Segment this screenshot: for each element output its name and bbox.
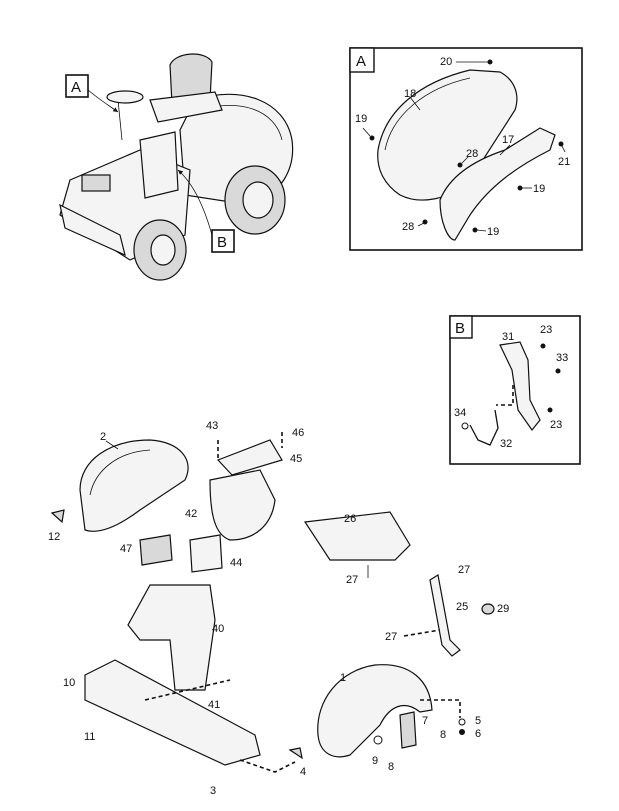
part-42-label: 42 (185, 508, 197, 520)
part-10-label: 10 (63, 677, 75, 689)
part-3-label: 3 (210, 785, 216, 797)
part-4-label: 4 (300, 766, 306, 778)
part-18-label: 18 (404, 88, 416, 100)
callout-a-label: A (71, 79, 81, 96)
part-23-label: 23 (540, 324, 552, 336)
part-25-label: 25 (456, 601, 468, 613)
part-27-label: 27 (385, 631, 397, 643)
part-2-label: 2 (100, 431, 106, 443)
part-44-label: 44 (230, 557, 242, 569)
part-6-label: 6 (475, 728, 481, 740)
part-40-label: 40 (212, 623, 224, 635)
part-46-label: 46 (292, 427, 304, 439)
callout-b-tractor[interactable]: B (177, 169, 235, 253)
detail-box-b: B 31 23 33 34 23 32 (449, 315, 581, 465)
detail-box-a: A 20 18 19 28 17 21 19 28 19 (349, 47, 583, 251)
part-7-label: 7 (422, 715, 428, 727)
part-27-label: 27 (458, 564, 470, 576)
part-45-label: 45 (290, 453, 302, 465)
part-1-label: 1 (340, 672, 346, 684)
part-11-label: 11 (84, 731, 95, 743)
detail-a-letter: A (356, 53, 366, 70)
exploded-view: 2 12 43 46 45 42 47 44 26 27 40 10 11 41… (48, 420, 509, 797)
part-9-label: 9 (372, 755, 378, 767)
part-26-label: 26 (344, 513, 356, 525)
part-19-label: 19 (355, 113, 367, 125)
part-33-label: 33 (556, 352, 568, 364)
part-28-label: 28 (402, 221, 414, 233)
part-19-label: 19 (533, 183, 545, 195)
part-17-label: 17 (502, 134, 514, 146)
part-12-label: 12 (48, 531, 60, 543)
part-34-label: 34 (454, 407, 466, 419)
part-5-label: 5 (475, 715, 481, 727)
part-23-label: 23 (550, 419, 562, 431)
part-43-label: 43 (206, 420, 218, 432)
part-32-label: 32 (500, 438, 512, 450)
part-8-label: 8 (388, 761, 394, 773)
part-21-label: 21 (558, 156, 570, 168)
part-31-label: 31 (502, 331, 514, 343)
tractor-illustration (59, 53, 294, 281)
part-8-label: 8 (440, 729, 446, 741)
part-47-label: 47 (120, 543, 132, 555)
part-41-label: 41 (208, 699, 220, 711)
part-19-label: 19 (487, 226, 499, 238)
callout-b-label: B (217, 234, 227, 251)
part-29-label: 29 (497, 603, 509, 615)
detail-b-letter: B (455, 320, 465, 337)
part-20-label: 20 (440, 56, 452, 68)
callout-a-tractor[interactable]: A (65, 74, 119, 113)
part-27-label: 27 (346, 574, 358, 586)
part-28-label: 28 (466, 148, 478, 160)
